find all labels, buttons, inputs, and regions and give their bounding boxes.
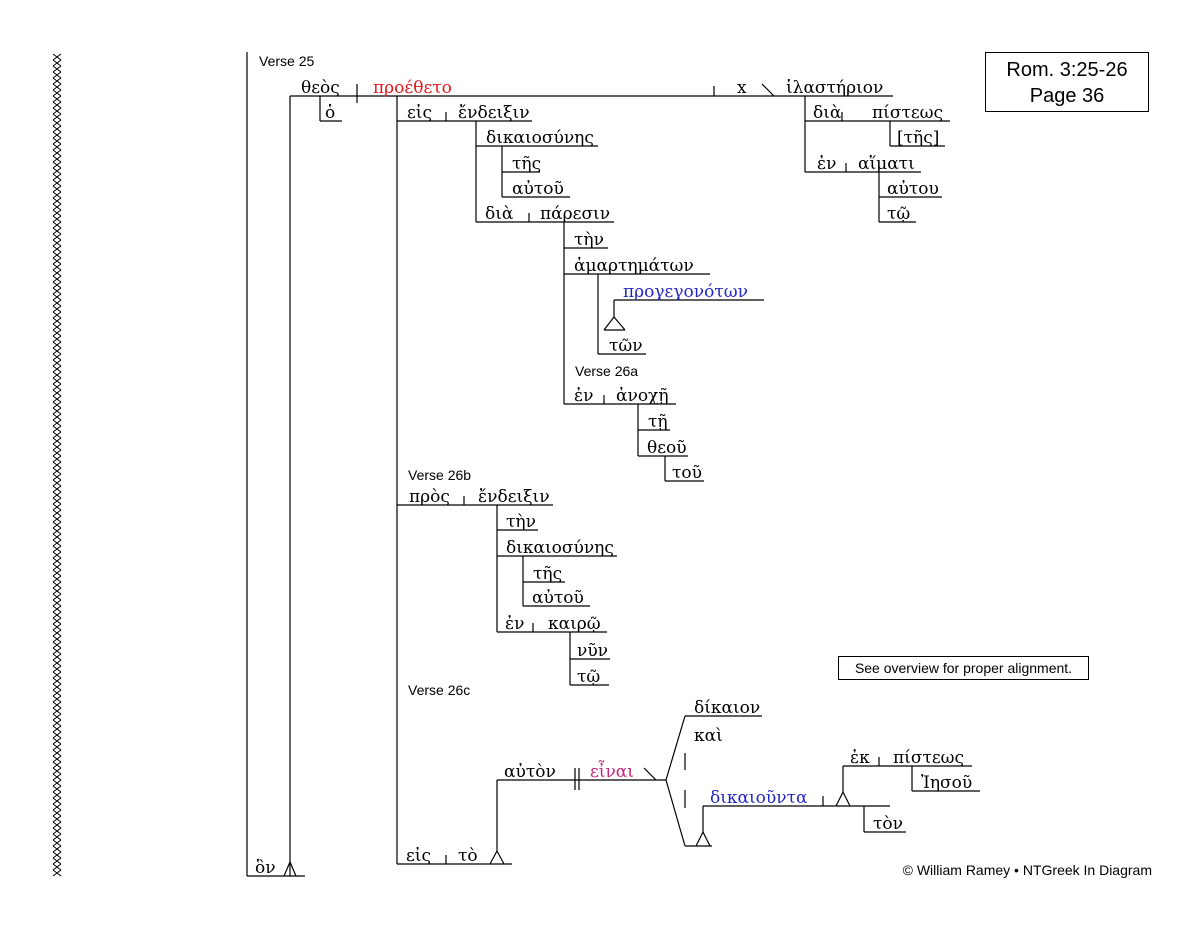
word-auton: αὐτὸν — [504, 762, 556, 782]
word-nyn: νῦν — [577, 641, 608, 661]
word-to-1: τῷ — [887, 204, 910, 224]
verse-label-26c: Verse 26c — [408, 682, 470, 698]
word-tes-2: [τῆς] — [897, 128, 939, 148]
word-hilasterion: ἱλαστήριον — [786, 78, 883, 98]
word-iesou: Ἰησοῦ — [921, 773, 972, 793]
word-tes-3: τῆς — [533, 564, 562, 584]
copyright-text: © William Ramey • NTGreek In Diagram — [902, 862, 1152, 878]
binding-edge — [52, 53, 62, 877]
word-to-2: τῷ — [577, 667, 600, 687]
word-te-1: τῇ — [648, 412, 668, 432]
word-x: x — [737, 78, 747, 98]
page-number: Page 36 — [1029, 85, 1105, 107]
word-ho: ὁ — [325, 103, 335, 123]
word-dikaiosynes-2: δικαιοσύνης — [506, 538, 614, 558]
word-tes-1: τῆς — [512, 154, 541, 174]
word-kairo: καιρῷ — [548, 614, 601, 634]
word-autou-3: αὐτοῦ — [532, 588, 584, 608]
word-dikaiosynes-1: δικαιοσύνης — [486, 128, 594, 148]
word-kai: καὶ — [694, 726, 723, 746]
word-progegonoton: προγεγονότων — [623, 282, 748, 302]
word-einai: εἶναι — [590, 760, 634, 782]
word-ten-1: τὴν — [574, 230, 604, 250]
word-pisteos-2: πίστεως — [893, 748, 964, 768]
diagram-lines — [246, 52, 980, 877]
word-to-3: τὸ — [458, 846, 478, 866]
word-eis-1: εἰς — [407, 103, 432, 123]
reference-box: Rom. 3:25-26 Page 36 — [985, 52, 1149, 112]
word-eis-2: εἰς — [406, 846, 431, 866]
word-autou-2: αὐτου — [887, 179, 939, 199]
word-endeixin-1: ἔνδειξιν — [458, 103, 530, 123]
verse-label-26b: Verse 26b — [408, 467, 471, 483]
word-anoche: ἀνοχῇ — [616, 386, 669, 406]
word-en-1: ἐν — [574, 386, 593, 406]
word-tou: τοῦ — [672, 463, 702, 483]
word-ten-2: τὴν — [506, 512, 536, 532]
word-autou-1: αὐτοῦ — [512, 179, 564, 199]
word-paresin: πάρεσιν — [540, 204, 610, 224]
word-ton-1: τῶν — [609, 336, 643, 356]
word-en-3: ἐν — [505, 614, 524, 634]
word-endeixin-2: ἔνδειξιν — [478, 487, 550, 507]
word-en-2: ἐν — [817, 154, 836, 174]
word-hamartematon: ἁμαρτημάτων — [574, 256, 694, 276]
word-pisteos-1: πίστεως — [872, 103, 943, 123]
word-hon: ὃν — [255, 858, 276, 878]
word-ek: ἐκ — [850, 748, 870, 768]
reference-title: Rom. 3:25-26 — [1006, 59, 1128, 81]
verse-label-26a: Verse 26a — [575, 363, 638, 379]
word-dia-2: διὰ — [485, 204, 514, 224]
word-ton-2: τὸν — [873, 814, 903, 834]
word-proetheto: προέθετο — [373, 78, 452, 98]
word-theou: θεοῦ — [647, 438, 687, 458]
word-pros: πρὸς — [409, 487, 450, 507]
word-dikaiounta: δικαιοῦντα — [710, 788, 808, 808]
word-theos: θεὸς — [301, 78, 340, 98]
verse-label-25: Verse 25 — [259, 53, 314, 69]
alignment-note: See overview for proper alignment. — [838, 656, 1089, 680]
word-dikaion: δίκαιον — [694, 698, 760, 718]
word-haimati: αἵματι — [858, 154, 915, 174]
word-dia-1: διὰ — [813, 103, 842, 123]
